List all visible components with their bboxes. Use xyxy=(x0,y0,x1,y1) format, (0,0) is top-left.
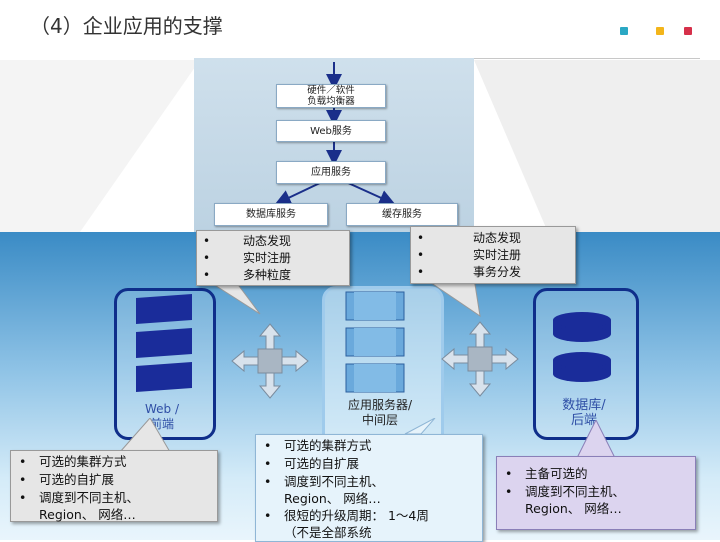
move-arrows-icon xyxy=(231,323,309,399)
callout-item: 动态发现 xyxy=(197,233,349,250)
callout-item: 可选的集群方式 xyxy=(256,437,482,455)
cache-service-box: 缓存服务 xyxy=(346,203,458,226)
background-facet xyxy=(0,60,200,232)
background-facet xyxy=(474,60,720,232)
callout-item: 调度到不同主机、 Region、 网络… xyxy=(11,489,217,523)
callout-bottom-middle: 可选的集群方式 可选的自扩展 调度到不同主机、 Region、 网络… 很短的升… xyxy=(255,434,483,542)
flowchart-diagram: 硬件／软件 负载均衡器 Web服务 应用服务 数据库服务 缓存服务 xyxy=(194,58,474,232)
callout-item: 实时注册 xyxy=(411,247,575,264)
db-cylinder-top-base xyxy=(553,326,611,342)
callout-item: 调度到不同主机、 Region、 网络… xyxy=(256,473,482,507)
callout-item: 可选的集群方式 xyxy=(11,453,217,471)
decor-dot-yellow xyxy=(656,27,664,35)
load-balancer-box: 硬件／软件 负载均衡器 xyxy=(276,84,386,108)
flow-arrows xyxy=(274,62,396,205)
web-frontend-label: Web / 前端 xyxy=(144,402,180,431)
page-title: （4）企业应用的支撑 xyxy=(30,14,223,38)
callout-item: 可选的自扩展 xyxy=(256,455,482,473)
db-cylinder-top-cap xyxy=(553,312,611,328)
decor-dot-cyan xyxy=(620,27,628,35)
callout-item: 事务分发 xyxy=(411,264,575,281)
decor-dot-red xyxy=(684,27,692,35)
callout-item: 实时注册 xyxy=(197,250,349,267)
move-arrows-icon xyxy=(441,321,519,397)
app-middle-label: 应用服务器/ 中间层 xyxy=(347,398,413,427)
callout-top-left: 动态发现 实时注册 多种粒度 xyxy=(196,230,350,286)
callout-bottom-right: 主备可选的 调度到不同主机、 Region、 网络… xyxy=(496,456,696,530)
web-service-box: Web服务 xyxy=(276,120,386,142)
callout-item: 可选的自扩展 xyxy=(11,471,217,489)
app-server-stack-icon xyxy=(345,291,405,393)
db-cylinder-bottom-cap xyxy=(553,352,611,368)
callout-bottom-left: 可选的集群方式 可选的自扩展 调度到不同主机、 Region、 网络… xyxy=(10,450,218,522)
callout-item: 多种粒度 xyxy=(197,267,349,284)
db-cylinder-bottom-base xyxy=(553,366,611,382)
web-server-stack-icon xyxy=(136,294,192,392)
callout-top-right: 动态发现 实时注册 事务分发 xyxy=(410,226,576,284)
app-service-box: 应用服务 xyxy=(276,161,386,184)
callout-item: 调度到不同主机、 Region、 网络… xyxy=(497,483,695,517)
callout-item: 主备可选的 xyxy=(497,465,695,483)
callout-item: 很短的升级周期： 1～4周 （不是全部系统 xyxy=(256,507,482,541)
db-service-box: 数据库服务 xyxy=(214,203,328,226)
callout-item: 动态发现 xyxy=(411,230,575,247)
db-backend-label: 数据库/ 后端 xyxy=(562,398,606,428)
